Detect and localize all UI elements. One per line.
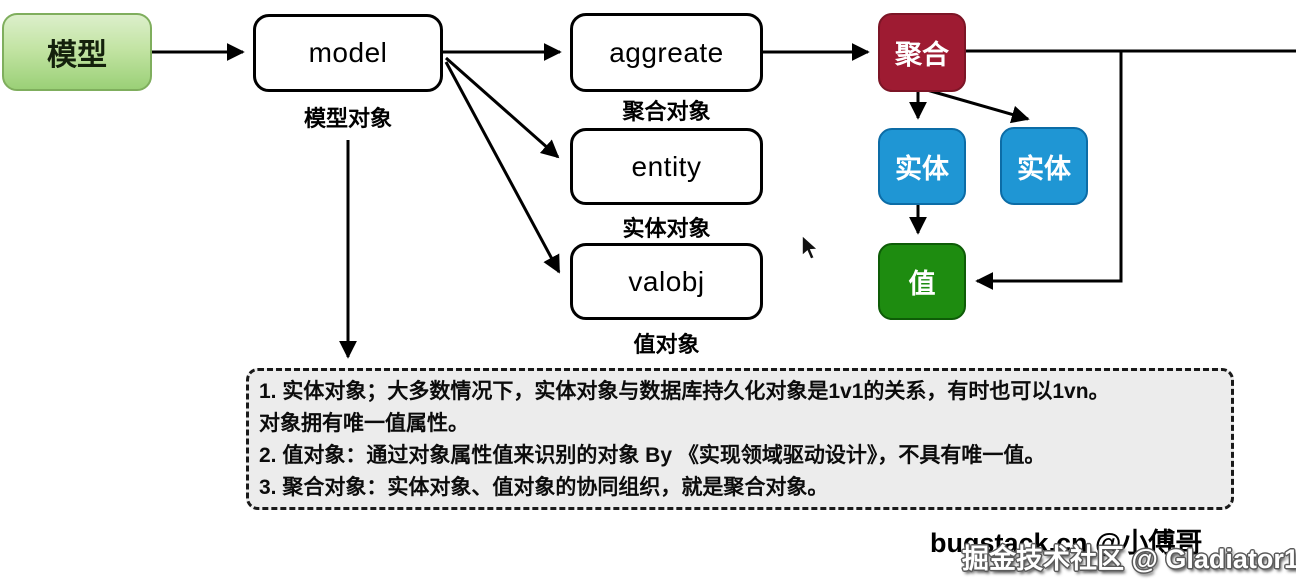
caption-entity-object: 实体对象: [622, 216, 711, 241]
node-value-cn-label: 值: [908, 269, 936, 299]
caption-model-object: 模型对象: [303, 106, 392, 131]
node-entity-cn-2-label: 实体: [1017, 153, 1071, 184]
arrow-model-to-entity: [445, 56, 560, 159]
annotation-note-box: 1. 实体对象；大多数情况下，实体对象与数据库持久化对象是1v1的关系，有时也可…: [246, 368, 1234, 510]
node-entity-label: entity: [631, 150, 702, 182]
arrow-juhe-to-shiti2: [926, 88, 1030, 124]
watermark-bugstack: bugstack.cn @小傅哥: [930, 528, 1203, 558]
note-line-2: 对象拥有唯一值属性。: [259, 412, 469, 435]
arrow-model-to-valobj: [444, 61, 561, 274]
caption-aggregate-object: 聚合对象: [622, 99, 711, 124]
node-aggregate-cn-label: 聚合: [895, 40, 949, 70]
node-aggregate-cn: 聚合: [878, 13, 966, 92]
caption-value-object: 值对象: [633, 332, 700, 357]
node-entity-cn-1-label: 实体: [895, 154, 949, 184]
node-entity: entity: [570, 128, 763, 205]
node-entity-cn-2: 实体: [1000, 127, 1088, 205]
node-model-label: model: [308, 37, 388, 68]
note-line-1: 1. 实体对象；大多数情况下，实体对象与数据库持久化对象是1v1的关系，有时也可…: [259, 380, 1110, 403]
node-model: model: [253, 14, 443, 92]
node-entity-cn-1: 实体: [878, 128, 966, 205]
watermark-juejin: 掘金技术社区 @ Gladiator1: [962, 544, 1296, 574]
node-aggreate: aggreate: [570, 13, 763, 92]
note-line-4: 3. 聚合对象：实体对象、值对象的协同组织，就是聚合对象。: [259, 476, 829, 499]
node-aggreate-label: aggreate: [609, 36, 724, 68]
node-value-cn: 值: [878, 243, 966, 320]
mouse-cursor-icon: [801, 233, 820, 261]
node-valobj-label: valobj: [628, 265, 705, 297]
note-line-3: 2. 值对象：通过对象属性值来识别的对象 By 《实现领域驱动设计》，不具有唯一…: [259, 444, 1046, 467]
node-model-source: 模型: [2, 13, 152, 91]
node-valobj: valobj: [570, 243, 763, 320]
node-model-source-label: 模型: [47, 39, 107, 72]
